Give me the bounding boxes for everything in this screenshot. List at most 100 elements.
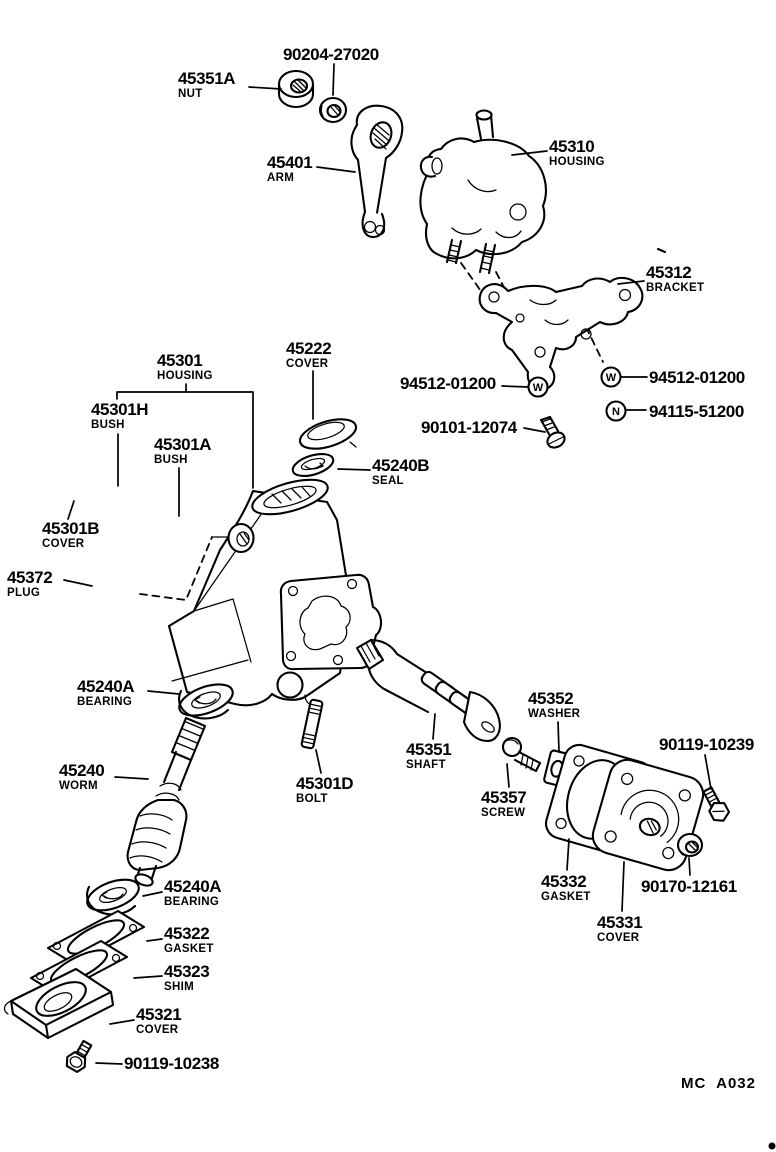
part-name: GASKET [164,943,214,955]
part-number: 45351 [406,740,452,759]
part-name: NUT [178,88,203,100]
part-bearing-45240a-upper [178,683,234,720]
part-housing-45301 [167,478,382,707]
washer-marker-w-left: W [527,376,549,398]
page-corner-dot [768,1142,776,1150]
label-45310-housing: 45310 HOUSING [549,138,605,169]
part-number: 45240B [372,456,430,475]
label-45351-shaft: 45351 SHAFT [406,740,452,772]
part-number: 45301D [296,774,354,793]
label-90101-12074: 90101-12074 [421,419,517,436]
part-name: HOUSING [157,370,213,382]
part-name: BUSH [91,419,125,431]
label-45352-washer: 45352 WASHER [528,690,580,721]
label-90119-10238: 90119-10238 [124,1055,219,1072]
part-name: BOLT [296,793,328,805]
part-cover-45222 [298,418,358,450]
label-45332-gasket: 45332 GASKET [541,873,591,904]
part-name: BUSH [154,454,188,466]
washer-marker-w-right: W [600,366,622,388]
part-number: 45301 [157,351,203,370]
part-number: 45222 [286,339,332,358]
label-45357-screw: 45357 SCREW [481,789,527,820]
part-number: 45331 [597,913,643,932]
part-housing-45310 [419,109,547,275]
part-number: 94512-01200 [649,368,745,387]
part-screw-45357 [501,736,542,773]
part-number: 90204-27020 [283,45,379,64]
part-washer-90204-27020 [318,96,348,124]
part-name: ARM [267,172,295,184]
label-90204-27020: 90204-27020 [283,46,379,63]
part-stud-45301d [300,698,324,750]
part-number: 45301A [154,435,212,454]
part-name: HOUSING [549,156,605,168]
part-bolt-90101-12074 [539,415,566,449]
svg-text:W: W [606,372,617,384]
part-number: 45352 [528,689,574,708]
label-94115-51200: 94115-51200 [649,403,744,420]
label-45301-housing: 45301 HOUSING [157,352,213,383]
part-number: 45240A [77,677,135,696]
part-nut-45351a [277,69,315,109]
part-number: 45401 [267,153,313,172]
part-name: WORM [59,780,98,792]
part-name: SEAL [372,475,404,487]
label-90170-12161: 90170-12161 [641,878,737,895]
label-94512-01200-right: 94512-01200 [649,369,745,386]
part-number: 90119-10239 [659,735,754,754]
label-45372-plug: 45372 PLUG [7,568,53,600]
part-number: 90119-10238 [124,1054,219,1073]
label-45240a-bearing-lower: 45240A BEARING [164,877,222,909]
part-seal-45240b [291,452,335,478]
part-bolt-90119-10238 [65,1039,93,1073]
part-cover-45331 [591,758,705,872]
nut-marker-n-right: N [605,400,627,422]
part-number: 90101-12074 [421,418,517,437]
label-45301d-bolt: 45301D BOLT [296,774,354,806]
part-nut-90170-12161 [676,832,704,858]
part-number: 45372 [7,568,53,587]
label-45312-bracket: 45312 BRACKET [646,264,704,295]
part-number: 45310 [549,137,595,156]
svg-text:N: N [612,406,620,418]
part-name: COVER [286,358,329,370]
part-name: COVER [42,538,85,550]
part-name: SHAFT [406,759,446,771]
label-45240b-seal: 45240B SEAL [372,456,430,488]
part-number: 94512-01200 [400,374,496,393]
label-90119-10239: 90119-10239 [659,736,754,753]
label-94512-01200-left: 94512-01200 [400,375,496,392]
part-worm-45240 [126,716,207,887]
leader-lines [63,63,712,1065]
part-name: COVER [597,932,640,944]
label-45321-cover: 45321 COVER [136,1006,182,1037]
label-45351a-nut: 45351A NUT [178,69,236,101]
part-number: 45322 [164,924,210,943]
part-name: BEARING [164,896,220,908]
label-45322-gasket: 45322 GASKET [164,925,214,956]
part-name: PLUG [7,587,41,599]
part-name: BRACKET [646,282,705,294]
label-45401-arm: 45401 ARM [267,153,313,185]
part-arm-45401 [350,104,404,239]
part-number: 45301H [91,400,149,419]
label-45323-shim: 45323 SHIM [164,962,210,994]
label-45240-worm: 45240 WORM [59,761,105,793]
part-number: 45240 [59,761,105,780]
part-number: 45323 [164,962,210,981]
part-shaft-45351 [355,638,501,743]
label-45301h-bush: 45301H BUSH [91,400,149,432]
part-number: 45351A [178,69,236,88]
part-number: 45332 [541,872,587,891]
part-number: 94115-51200 [649,402,744,421]
part-name: SHIM [164,981,194,993]
part-cover-45321 [3,967,115,1040]
part-number: 45240A [164,877,222,896]
label-45222-cover: 45222 COVER [286,339,332,371]
label-45331-cover: 45331 COVER [597,913,643,945]
part-name: SCREW [481,807,526,819]
part-bearing-45240a-lower [86,878,140,916]
